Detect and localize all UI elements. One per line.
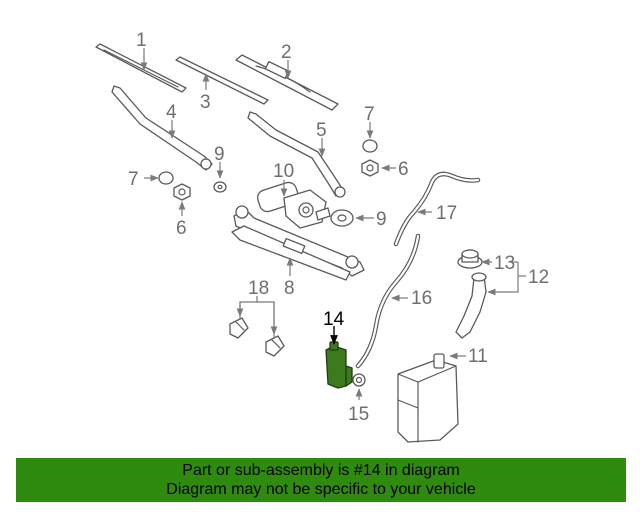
leader-18-frame <box>239 301 275 338</box>
callout-18: 18 <box>248 278 269 299</box>
filler-cap-13 <box>457 249 483 269</box>
nut-6-right <box>361 159 379 177</box>
washer-9-left <box>213 181 227 193</box>
banner-line-2: Diagram may not be specific to your vehi… <box>166 481 476 498</box>
clip-18-left <box>229 317 249 339</box>
wiper-blade-3 <box>175 56 269 105</box>
cap-7-left <box>158 171 174 185</box>
callout-7a: 7 <box>128 169 139 190</box>
callout-11: 11 <box>468 346 488 367</box>
filler-neck-12 <box>455 272 487 339</box>
callout-15: 15 <box>348 404 369 425</box>
wiper-linkage-8 <box>231 205 365 281</box>
callout-6b: 6 <box>398 159 409 180</box>
wiper-arm-4 <box>111 85 213 171</box>
hose-16 <box>355 233 421 369</box>
clip-18-right <box>265 335 285 357</box>
wiper-motor-10 <box>257 181 331 229</box>
callout-12: 12 <box>528 267 549 288</box>
cap-7-right <box>362 139 378 153</box>
callout-3: 3 <box>200 92 211 113</box>
washer-pump-14 <box>325 341 353 389</box>
callout-4: 4 <box>166 102 177 123</box>
callout-6a: 6 <box>176 218 187 239</box>
hose-17 <box>393 171 481 247</box>
info-banner: Part or sub-assembly is #14 in diagram D… <box>16 458 626 502</box>
leader-12 <box>487 262 519 296</box>
washer-reservoir-11 <box>397 353 459 443</box>
callout-13: 13 <box>494 253 515 274</box>
callout-7b: 7 <box>364 104 375 125</box>
callout-17: 17 <box>436 203 457 224</box>
washer-9-right <box>330 209 354 227</box>
callout-16: 16 <box>411 288 432 309</box>
callout-8: 8 <box>284 278 295 299</box>
callout-9b: 9 <box>376 209 387 230</box>
callout-1: 1 <box>136 30 147 51</box>
wiper-arm-5 <box>247 111 346 198</box>
banner-line-1: Part or sub-assembly is #14 in diagram <box>182 462 460 479</box>
callout-5: 5 <box>316 120 327 141</box>
grommet-15 <box>352 373 366 387</box>
wiper-blade-1 <box>95 43 187 93</box>
callout-9a: 9 <box>214 144 225 165</box>
nut-6-left <box>173 183 191 201</box>
callout-10: 10 <box>273 161 294 182</box>
wiper-blade-2 <box>235 54 339 111</box>
callout-2: 2 <box>281 42 292 63</box>
callout-14: 14 <box>323 309 345 330</box>
parts-diagram: 1 3 2 4 5 7 6 9 7 <box>95 30 549 443</box>
